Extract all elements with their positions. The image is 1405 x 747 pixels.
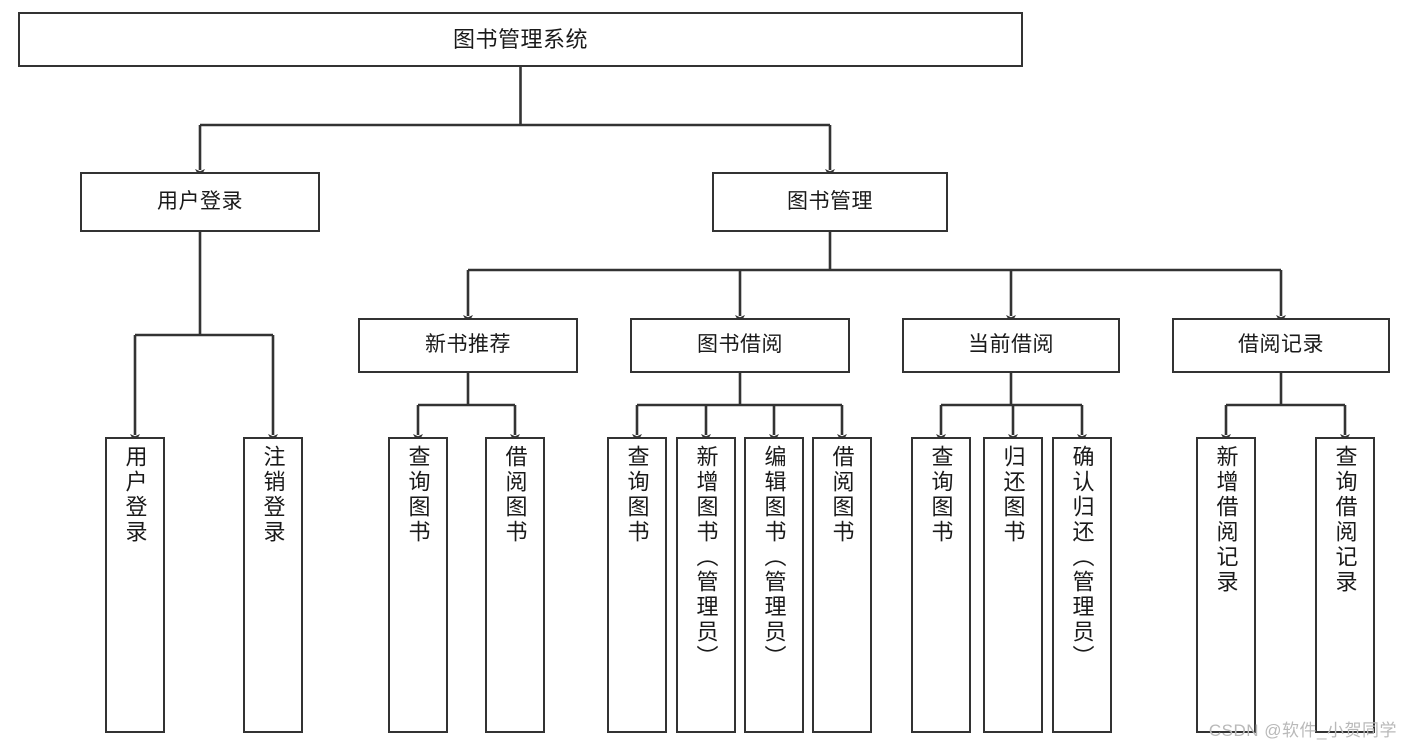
node-leaf-query-book-current-label: 查询图书 (928, 445, 954, 545)
node-leaf-user-login[interactable]: 用户登录 (105, 437, 165, 733)
node-book-manage[interactable]: 图书管理 (712, 172, 948, 232)
node-leaf-return-book-label: 归还图书 (1000, 445, 1026, 545)
node-leaf-edit-book[interactable]: 编辑图书（管理员） (744, 437, 804, 733)
node-user-login[interactable]: 用户登录 (80, 172, 320, 232)
watermark: CSDN @软件_小贺同学 (1208, 721, 1397, 740)
node-leaf-add-book-label: 新增图书（管理员） (693, 445, 719, 670)
node-leaf-confirm-return[interactable]: 确认归还（管理员） (1052, 437, 1112, 733)
node-borrow-record[interactable]: 借阅记录 (1172, 318, 1390, 373)
node-leaf-query-book-borrow[interactable]: 查询图书 (607, 437, 667, 733)
node-leaf-query-book-recommend[interactable]: 查询图书 (388, 437, 448, 733)
node-leaf-add-book[interactable]: 新增图书（管理员） (676, 437, 736, 733)
node-leaf-borrow-book-label: 借阅图书 (829, 445, 855, 545)
node-borrow-record-label: 借阅记录 (1238, 333, 1324, 357)
node-current-borrow-label: 当前借阅 (968, 333, 1054, 357)
node-leaf-borrow-book-recommend-label: 借阅图书 (502, 445, 528, 545)
node-leaf-query-book-current[interactable]: 查询图书 (911, 437, 971, 733)
node-new-book-recommend-label: 新书推荐 (425, 333, 511, 357)
node-current-borrow[interactable]: 当前借阅 (902, 318, 1120, 373)
node-leaf-query-book-borrow-label: 查询图书 (624, 445, 650, 545)
node-leaf-borrow-book-recommend[interactable]: 借阅图书 (485, 437, 545, 733)
node-leaf-borrow-book[interactable]: 借阅图书 (812, 437, 872, 733)
node-leaf-query-borrow-record-label: 查询借阅记录 (1332, 445, 1358, 595)
node-user-login-label: 用户登录 (157, 189, 243, 213)
node-book-manage-label: 图书管理 (787, 189, 873, 213)
node-leaf-query-borrow-record[interactable]: 查询借阅记录 (1315, 437, 1375, 733)
node-leaf-confirm-return-label: 确认归还（管理员） (1069, 445, 1095, 670)
node-leaf-query-book-recommend-label: 查询图书 (405, 445, 431, 545)
node-root[interactable]: 图书管理系统 (18, 12, 1023, 67)
node-leaf-logout-label: 注销登录 (260, 445, 286, 545)
node-leaf-edit-book-label: 编辑图书（管理员） (761, 445, 787, 670)
node-leaf-logout[interactable]: 注销登录 (243, 437, 303, 733)
node-leaf-add-borrow-record-label: 新增借阅记录 (1213, 445, 1239, 595)
node-root-label: 图书管理系统 (452, 26, 588, 52)
node-leaf-user-login-label: 用户登录 (122, 445, 148, 545)
node-leaf-add-borrow-record[interactable]: 新增借阅记录 (1196, 437, 1256, 733)
node-new-book-recommend[interactable]: 新书推荐 (358, 318, 578, 373)
node-book-borrow[interactable]: 图书借阅 (630, 318, 850, 373)
node-book-borrow-label: 图书借阅 (697, 333, 783, 357)
node-leaf-return-book[interactable]: 归还图书 (983, 437, 1043, 733)
